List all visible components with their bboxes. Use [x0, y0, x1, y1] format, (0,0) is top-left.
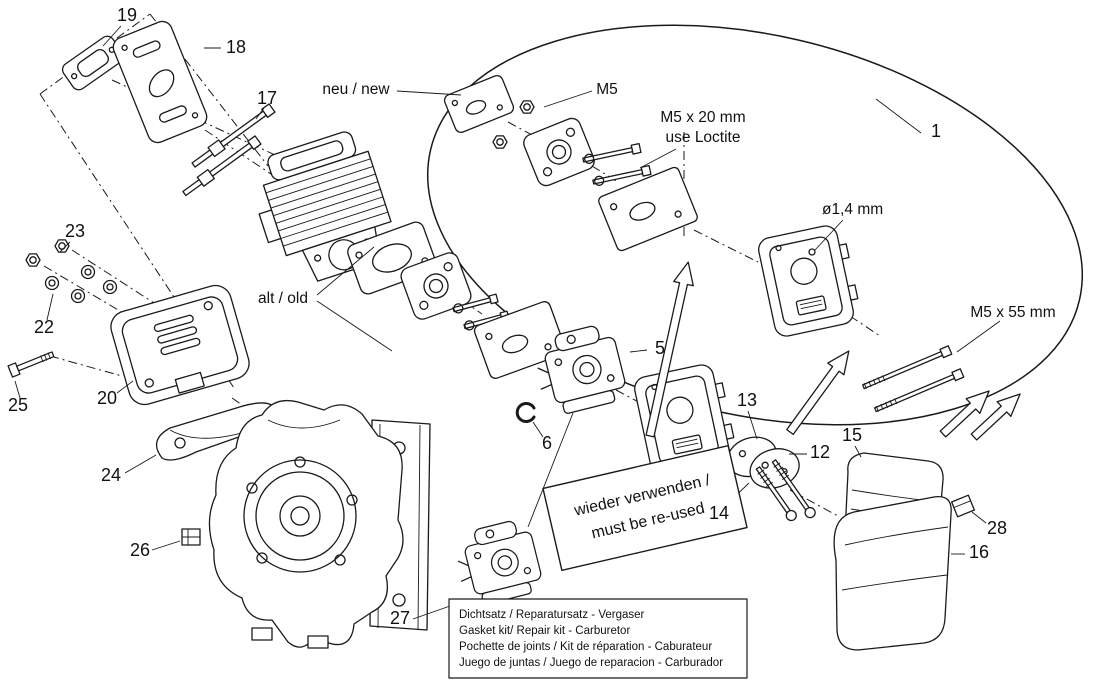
muffler [110, 284, 250, 406]
callout-1: 1 [931, 121, 941, 141]
crankcase [208, 399, 431, 649]
intake-flange-old [400, 252, 472, 320]
callout-5: 5 [655, 338, 665, 358]
cylinder [258, 131, 392, 282]
label-alt-old: alt / old [258, 290, 308, 307]
label-loctite: use Loctite [666, 129, 741, 146]
callout-6: 6 [542, 433, 552, 453]
cylinder-screw-a [191, 103, 276, 168]
kit-note-line4: Juego de juntas / Juego de reparacion - … [459, 657, 723, 669]
clip-nut [951, 494, 975, 518]
muffler-bolt [7, 351, 55, 378]
label-m5: M5 [596, 81, 618, 98]
callout-28: 28 [987, 518, 1007, 538]
m5x55-screw-a [862, 345, 953, 390]
muffler-washer-d [102, 279, 118, 295]
reuse-arrows [645, 261, 1021, 441]
heat-shield-plate [112, 20, 208, 144]
retainer-clip [181, 528, 201, 546]
callout-15: 15 [842, 425, 862, 445]
m5-nut-b [519, 100, 535, 114]
muffler-washer-a [44, 275, 60, 291]
reuse-note-box: wieder verwenden / must be re-used [542, 445, 748, 571]
leader-lines [14, 25, 1001, 620]
callout-13: 13 [737, 390, 757, 410]
intake-flange-new [523, 117, 595, 187]
outer-cover [833, 495, 952, 651]
flange-screw-new-b [592, 164, 652, 186]
cover-screw-b [771, 459, 816, 519]
callout-26: 26 [130, 540, 150, 560]
muffler-washer-c [80, 264, 96, 280]
metering-hole [808, 248, 816, 256]
muffler-washer-b [70, 288, 86, 304]
label-neu-new: neu / new [322, 81, 390, 98]
cylinder-screw-b [182, 135, 262, 197]
cover-screw-a [755, 466, 797, 522]
airbox-new [755, 221, 864, 339]
m5x55-screw-b [874, 368, 965, 413]
callout-20: 20 [97, 388, 117, 408]
callout-22: 22 [34, 317, 54, 337]
label-m5x20: M5 x 20 mm [660, 109, 745, 126]
m5-nut-a [492, 135, 508, 149]
callout-27: 27 [390, 608, 410, 628]
callout-17: 17 [257, 88, 277, 108]
flange-screw-new-a [582, 142, 642, 164]
kit-note-line1: Dichtsatz / Reparatursatz - Vergaser [459, 609, 645, 621]
kit-note-line2: Gasket kit/ Repair kit - Carburetor [459, 625, 630, 637]
carburetor-gasket-old [473, 301, 567, 379]
kit-note-box: Dichtsatz / Reparatursatz - Vergaser Gas… [448, 598, 748, 679]
muffler-nut-a [25, 253, 41, 267]
intake-gasket-new [443, 75, 515, 133]
callout-19: 19 [117, 5, 137, 25]
callout-25: 25 [8, 395, 28, 415]
label-m5x55: M5 x 55 mm [970, 304, 1055, 321]
label-hole-dia: ø1,4 mm [822, 201, 883, 218]
callout-16: 16 [969, 542, 989, 562]
callout-12: 12 [810, 442, 830, 462]
snap-ring [515, 402, 536, 423]
callout-18: 18 [226, 37, 246, 57]
carburetor-kit-item [449, 516, 546, 610]
callout-24: 24 [101, 465, 121, 485]
callout-14: 14 [709, 503, 729, 523]
callout-23: 23 [65, 221, 85, 241]
kit-reference-line [527, 412, 574, 528]
kit-note-line3: Pochette de joints / Kit de réparation -… [459, 641, 712, 653]
carburetor-gasket-new [598, 166, 698, 252]
flange-screw-old-a [452, 293, 499, 314]
